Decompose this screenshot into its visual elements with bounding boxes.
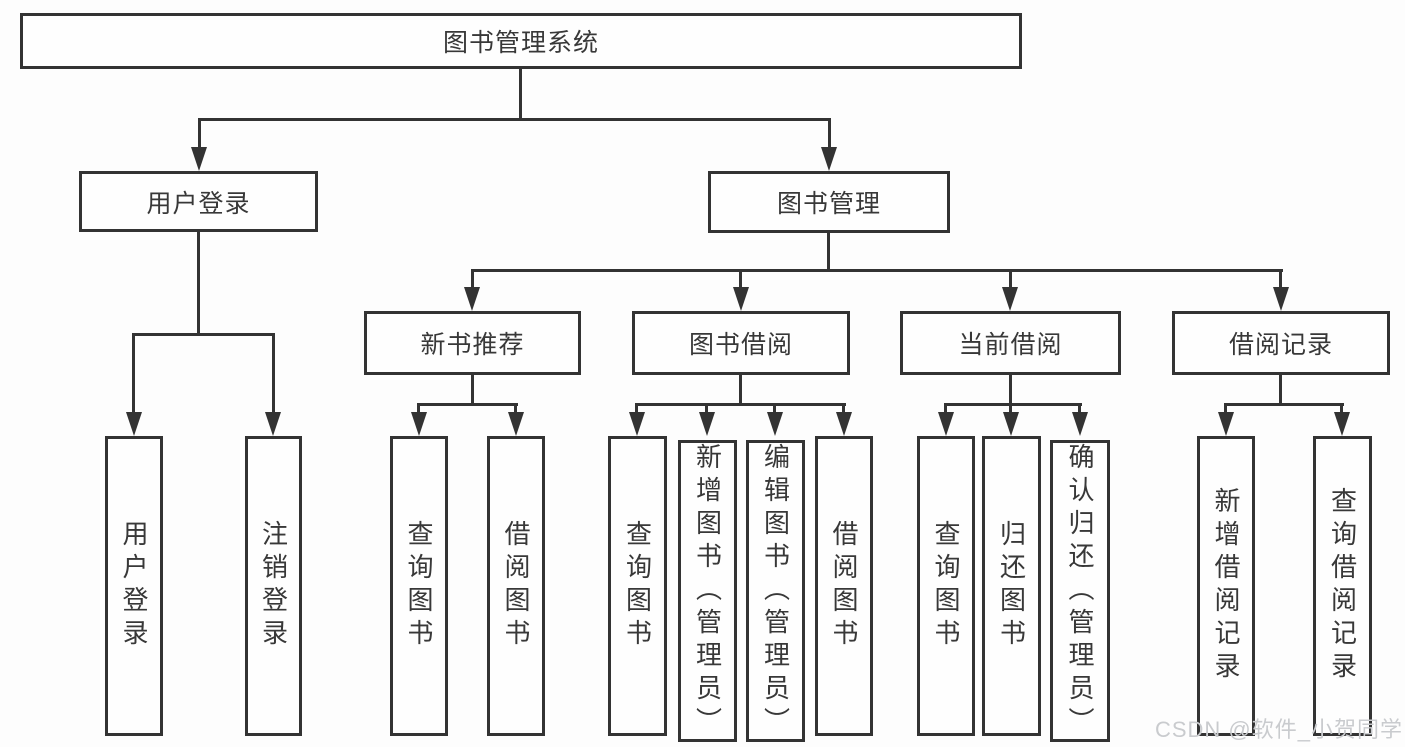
leaf-add-books-admin: 新增图书（管理员） [678,440,737,742]
connector-stem-book-mgmt [828,118,831,150]
arrow-down-icon [464,287,480,311]
connector-leaf-stem [944,403,947,417]
node-book-management-branch: 图书管理 [708,171,950,233]
arrow-down-icon [508,412,524,436]
leaf-borrow-books-rec: 借阅图书 [487,436,545,736]
arrow-down-icon [836,412,852,436]
node-current-borrowing: 当前借阅 [900,311,1121,375]
arrow-down-icon [1218,412,1234,436]
arrow-down-icon [1334,412,1350,436]
connector-stem-book-borrow [739,269,742,289]
node-book-borrowing: 图书借阅 [632,311,850,375]
connector-stem-current-borrow [1009,269,1012,289]
connector-leaf-stem [1009,403,1012,417]
connector-group-branch [417,403,518,406]
leaf-user-login: 用户登录 [105,436,163,736]
csdn-watermark: CSDN @软件_小贺同学 [1154,717,1403,742]
connector-user-login-stem [197,231,200,335]
leaf-query-books-rec: 查询图书 [390,436,448,736]
arrow-down-icon [733,287,749,311]
arrow-down-icon [821,147,837,171]
arrow-down-icon [1003,412,1019,436]
connector-leaf-stem [1078,403,1081,417]
connector-group-stem [1009,374,1012,406]
connector-stem-borrow-records [1279,269,1282,289]
connector-leaf-stem [514,403,517,417]
connector-leaf-stem [773,403,776,417]
arrow-down-icon [938,412,954,436]
connector-user-login-branch [132,333,275,336]
leaf-add-borrow-record: 新增借阅记录 [1197,436,1255,736]
connector-stem-user-login [198,118,201,150]
connector-stem-leaf-user-login [132,333,135,415]
connector-group-stem [471,374,474,406]
node-user-login-branch: 用户登录 [79,171,318,232]
arrow-down-icon [699,412,715,436]
leaf-borrow-books-bb: 借阅图书 [815,436,873,736]
connector-leaf-stem [417,403,420,417]
connector-group-branch [1224,403,1344,406]
arrow-down-icon [767,412,783,436]
leaf-query-books-bb: 查询图书 [608,436,667,736]
leaf-edit-books-admin: 编辑图书（管理员） [746,440,805,742]
arrow-down-icon [1002,287,1018,311]
leaf-return-books: 归还图书 [982,436,1041,736]
leaf-query-borrow-record: 查询借阅记录 [1313,436,1372,736]
connector-root-branch [198,118,831,121]
connector-group-stem [1279,374,1282,406]
node-root-library-management-system: 图书管理系统 [20,13,1022,69]
arrow-down-icon [126,412,142,436]
node-borrowing-records: 借阅记录 [1172,311,1390,375]
leaf-logout: 注销登录 [245,436,302,736]
leaf-query-books-cb: 查询图书 [917,436,975,736]
connector-book-mgmt-stem [827,232,830,272]
arrow-down-icon [265,412,281,436]
arrow-down-icon [1273,287,1289,311]
connector-stem-new-book-rec [471,269,474,289]
connector-leaf-stem [635,403,638,417]
arrow-down-icon [191,147,207,171]
node-new-book-recommendation: 新书推荐 [364,311,581,375]
connector-stem-leaf-logout [272,333,275,415]
connector-group-stem [739,374,742,406]
connector-group-branch [944,403,1082,406]
connector-leaf-stem [705,403,708,417]
connector-leaf-stem [1224,403,1227,417]
arrow-down-icon [411,412,427,436]
leaf-confirm-return-admin: 确认归还（管理员） [1050,440,1110,742]
connector-root-stem [519,69,522,121]
connector-group-branch [635,403,846,406]
connector-leaf-stem [842,403,845,417]
connector-book-mgmt-branch [471,269,1283,272]
connector-leaf-stem [1340,403,1343,417]
arrow-down-icon [1072,412,1088,436]
arrow-down-icon [629,412,645,436]
